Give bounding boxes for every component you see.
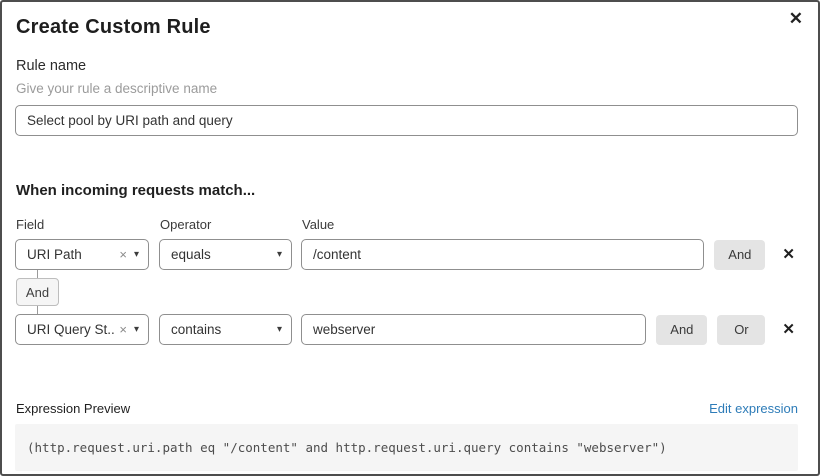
condition-row: URI Path × ▾ equals ▾ And ✕ — [15, 239, 798, 270]
field-column-label: Field — [16, 217, 45, 232]
and-connector-chip[interactable]: And — [16, 278, 59, 306]
field-select-value: URI Query St... — [27, 322, 116, 337]
chevron-down-icon: ▾ — [276, 323, 282, 335]
delete-row-icon[interactable]: ✕ — [782, 321, 795, 338]
field-select[interactable]: URI Query St... × ▾ — [15, 314, 149, 345]
operator-column-label: Operator — [160, 217, 212, 232]
field-select[interactable]: URI Path × ▾ — [15, 239, 149, 270]
connector-line — [37, 270, 38, 278]
rule-name-label: Rule name — [16, 58, 87, 74]
chevron-down-icon: ▾ — [276, 248, 282, 260]
delete-row-icon[interactable]: ✕ — [782, 246, 795, 263]
operator-select[interactable]: contains ▾ — [159, 314, 292, 345]
operator-select-value: equals — [171, 247, 211, 262]
column-labels: Field Operator Value — [16, 217, 798, 232]
and-button[interactable]: And — [656, 314, 708, 345]
close-icon[interactable]: ✕ — [788, 9, 803, 28]
rule-name-helper: Give your rule a descriptive name — [16, 81, 218, 96]
connector-line — [37, 306, 38, 314]
chevron-down-icon: ▾ — [133, 248, 139, 260]
field-select-value: URI Path — [27, 247, 82, 262]
value-input[interactable] — [301, 239, 705, 270]
or-button[interactable]: Or — [717, 314, 766, 345]
and-button[interactable]: And — [714, 239, 766, 270]
rule-name-input[interactable] — [15, 105, 798, 136]
expression-preview-header: Expression Preview Edit expression — [16, 401, 798, 416]
clear-selection-icon[interactable]: × — [119, 322, 127, 337]
edit-expression-link[interactable]: Edit expression — [709, 401, 798, 416]
operator-select[interactable]: equals ▾ — [159, 239, 292, 270]
condition-row: URI Query St... × ▾ contains ▾ And Or ✕ — [15, 314, 798, 345]
value-input[interactable] — [301, 314, 647, 345]
chevron-down-icon: ▾ — [133, 323, 139, 335]
page-title: Create Custom Rule — [16, 16, 211, 38]
operator-select-value: contains — [171, 322, 222, 337]
match-section-heading: When incoming requests match... — [16, 182, 256, 199]
and-connector: And — [16, 270, 59, 314]
clear-selection-icon[interactable]: × — [119, 247, 127, 262]
expression-preview-label: Expression Preview — [16, 401, 131, 416]
expression-code-block: (http.request.uri.path eq "/content" and… — [15, 424, 798, 471]
value-column-label: Value — [302, 217, 335, 232]
